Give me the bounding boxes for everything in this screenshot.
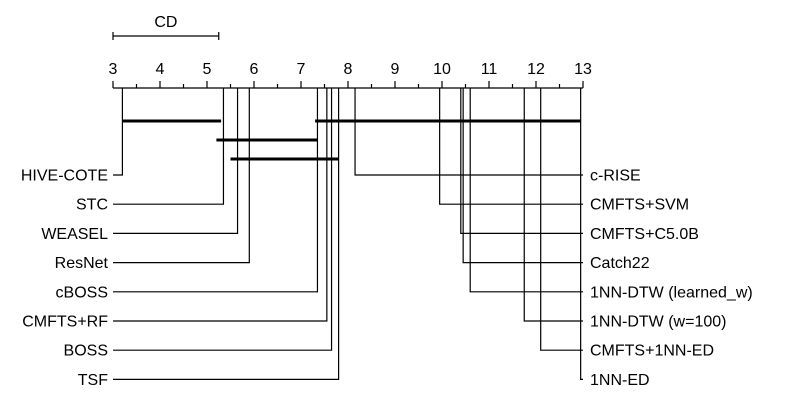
method-line bbox=[462, 88, 583, 264]
method-lines: HIVE-COTE STC WEASEL ResNet cBOSS CMFTS+RF BOS… bbox=[21, 88, 753, 389]
method-label: CMFTS+SVM bbox=[590, 197, 689, 214]
method-label: HIVE-COTE bbox=[21, 168, 108, 185]
method-label: c-RISE bbox=[590, 168, 641, 185]
axis-tick-label: 5 bbox=[203, 61, 212, 78]
method-label: 1NN-DTW (w=100) bbox=[590, 314, 726, 331]
method-label: 1NN-ED bbox=[590, 372, 650, 389]
method-line bbox=[523, 88, 583, 322]
axis-tick-label: 10 bbox=[433, 61, 451, 78]
axis-tick-label: 11 bbox=[481, 61, 498, 78]
method-line bbox=[113, 88, 250, 264]
method-line bbox=[113, 88, 333, 351]
axis-tick-label: 3 bbox=[109, 61, 118, 78]
method-line bbox=[113, 88, 319, 293]
method-label: 1NN-DTW (learned_w) bbox=[590, 284, 753, 301]
axis-tick-label: 9 bbox=[391, 61, 400, 78]
method-label: BOSS bbox=[64, 343, 108, 360]
axis-tick-label: 13 bbox=[574, 61, 592, 78]
method-label: CMFTS+C5.0B bbox=[590, 226, 699, 243]
clique-bars bbox=[122, 119, 581, 161]
axis-tick-label: 7 bbox=[297, 61, 306, 78]
method-line bbox=[540, 88, 583, 351]
method-line bbox=[439, 88, 583, 205]
method-line bbox=[113, 88, 340, 380]
method-line bbox=[460, 88, 583, 234]
method-label: STC bbox=[76, 197, 108, 214]
cd-label: CD bbox=[154, 14, 177, 31]
method-label: CMFTS+RF bbox=[22, 314, 108, 331]
method-line bbox=[469, 88, 583, 293]
method-label: Catch22 bbox=[590, 255, 650, 272]
cd-scale: CD bbox=[112, 14, 220, 40]
axis-tick-label: 6 bbox=[250, 61, 259, 78]
method-line bbox=[580, 88, 583, 380]
rank-axis: 3 4 5 6 7 8 9 10 11 12 13 bbox=[109, 61, 592, 89]
method-line bbox=[113, 88, 225, 205]
method-line bbox=[113, 88, 239, 234]
method-label: WEASEL bbox=[41, 226, 108, 243]
method-label: TSF bbox=[78, 372, 108, 389]
axis-tick-label: 8 bbox=[344, 61, 353, 78]
method-label: cBOSS bbox=[56, 284, 108, 301]
method-line bbox=[113, 88, 328, 322]
axis-tick-label: 4 bbox=[156, 61, 165, 78]
axis-tick-label: 12 bbox=[527, 61, 545, 78]
method-line bbox=[113, 88, 124, 176]
method-label: ResNet bbox=[55, 255, 109, 272]
method-label: CMFTS+1NN-ED bbox=[590, 343, 714, 360]
method-line bbox=[354, 88, 583, 176]
